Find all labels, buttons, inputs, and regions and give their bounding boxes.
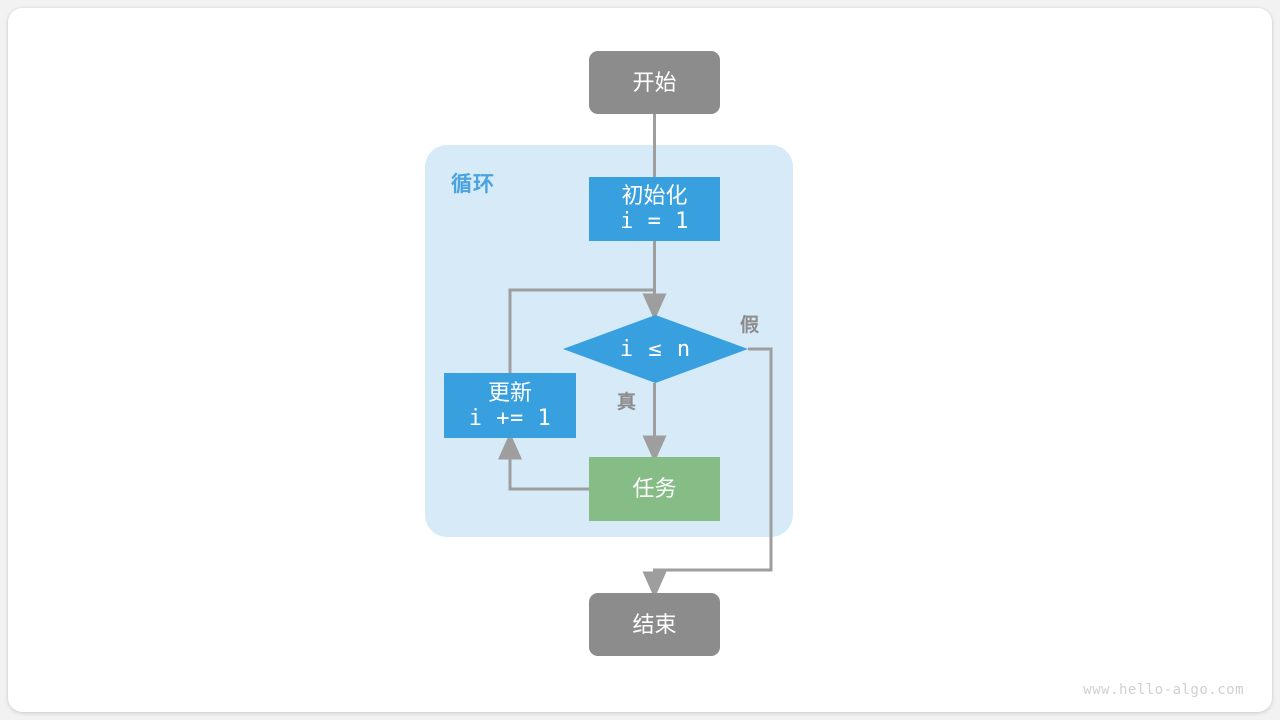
node-end[interactable]: 结束 xyxy=(589,593,720,656)
node-update-code: i += 1 xyxy=(468,405,552,431)
node-task[interactable]: 任务 xyxy=(589,457,720,521)
node-init[interactable]: 初始化 i = 1 xyxy=(589,177,720,241)
edge-label-false: 假 xyxy=(740,315,760,336)
node-init-code: i = 1 xyxy=(620,209,689,234)
node-end-label: 结束 xyxy=(632,611,677,637)
node-start-label: 开始 xyxy=(632,69,677,95)
node-update-title: 更新 xyxy=(487,379,532,405)
node-update[interactable]: 更新 i += 1 xyxy=(444,373,576,438)
watermark: www.hello-algo.com xyxy=(1083,682,1244,698)
node-condition-code: i ≤ n xyxy=(619,336,692,362)
node-condition[interactable]: i ≤ n xyxy=(563,315,748,383)
node-start[interactable]: 开始 xyxy=(589,51,720,114)
node-init-title: 初始化 xyxy=(621,183,688,209)
node-task-label: 任务 xyxy=(632,476,677,502)
loop-container-label: 循环 xyxy=(451,173,495,196)
edge-label-true: 真 xyxy=(617,392,637,413)
